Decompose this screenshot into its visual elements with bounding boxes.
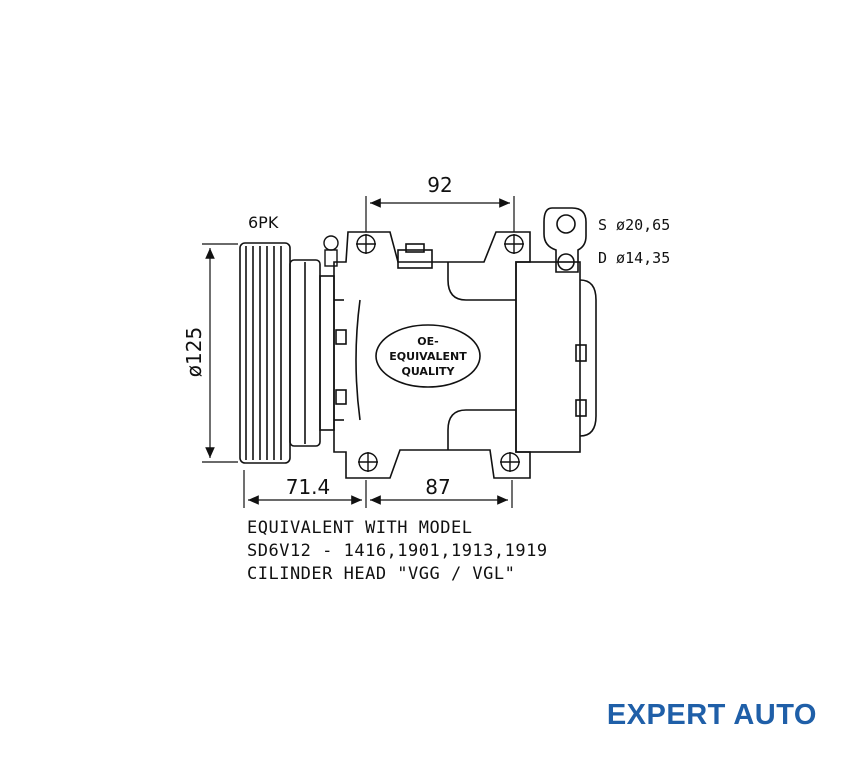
- discharge-port: [557, 253, 575, 271]
- dimension-71-label: 71.4: [286, 475, 331, 499]
- suction-port: [556, 214, 576, 234]
- model-caption: EQUIVALENT WITH MODEL SD6V12 - 1416,1901…: [247, 517, 548, 586]
- ports-flange: [543, 207, 587, 273]
- caption-line-3: CILINDER HEAD "VGG / VGL": [247, 564, 516, 584]
- mounting-holes: [356, 234, 524, 472]
- svg-text:QUALITY: QUALITY: [401, 365, 455, 378]
- oe-quality-badge: OE- EQUIVALENT QUALITY: [375, 324, 481, 388]
- discharge-port-label: D ø14,35: [598, 249, 670, 267]
- caption-line-2: SD6V12 - 1416,1901,1913,1919: [247, 541, 548, 561]
- dimension-92-label: 92: [427, 173, 452, 197]
- svg-text:EQUIVALENT: EQUIVALENT: [389, 350, 467, 363]
- caption-line-1: EQUIVALENT WITH MODEL: [247, 518, 473, 538]
- clutch-connector: [323, 235, 339, 267]
- pulley: [239, 242, 335, 464]
- dimension-diameter: [202, 243, 238, 463]
- suction-port-label: S ø20,65: [598, 216, 670, 234]
- compressor-body: [333, 231, 597, 479]
- dimension-87-label: 87: [425, 475, 450, 499]
- dimension-bottom: [243, 470, 513, 508]
- belt-type-label: 6PK: [248, 213, 279, 232]
- dimension-92: [365, 196, 515, 232]
- dimension-diameter-label: ø125: [182, 327, 206, 377]
- brand-logo: EXPERT AUTO: [606, 699, 817, 731]
- svg-text:OE-: OE-: [417, 335, 438, 348]
